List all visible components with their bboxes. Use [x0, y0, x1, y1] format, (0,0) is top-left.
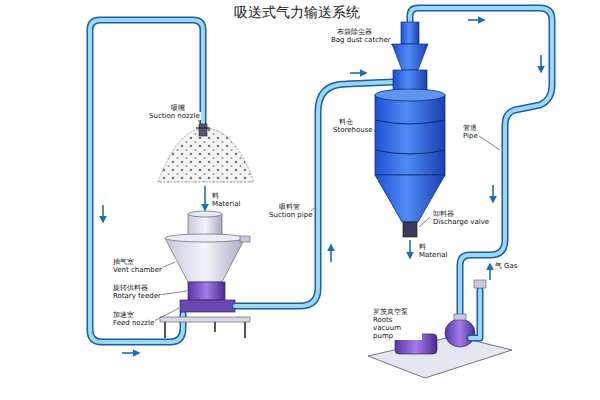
part-label: Storehouse	[332, 126, 374, 134]
part-label: Material	[211, 200, 241, 208]
feed-nozzle	[180, 300, 235, 312]
conveying-pipe	[90, 20, 203, 342]
part-label: 管道	[462, 124, 478, 132]
part-label: 抽气室	[112, 258, 135, 266]
flow-arrow	[468, 19, 484, 21]
stand-leg	[244, 322, 246, 338]
leader-line	[479, 136, 500, 150]
material-arrow	[409, 240, 411, 258]
diagram-title: 吸送式气力输送系统	[232, 4, 362, 20]
part-label: 吸料管	[278, 203, 301, 211]
storehouse-band	[375, 150, 445, 154]
vent-chamber	[165, 238, 245, 282]
flow-arrow	[350, 72, 366, 74]
gas-arrow	[489, 264, 491, 280]
storehouse	[375, 89, 445, 101]
part-label: Material	[418, 251, 448, 259]
suction-nozzle	[199, 124, 207, 136]
flow-arrow	[122, 352, 139, 354]
leader-line	[154, 308, 179, 321]
part-label: Rotary feeder	[112, 292, 162, 300]
bag-dust-catcher	[392, 44, 428, 70]
flow-arrow	[540, 55, 542, 72]
part-label: Discharge valve	[432, 218, 490, 226]
storehouse-band	[375, 120, 445, 124]
pump-base	[368, 336, 512, 378]
roots-pump	[445, 319, 475, 347]
part-label: 吸嘴	[170, 104, 186, 112]
part-label: 卸料器	[432, 210, 455, 218]
flow-arrow	[330, 245, 332, 262]
part-label: 气	[494, 262, 503, 270]
part-label: 布袋除尘器	[336, 28, 373, 36]
part-label: Suction nozzle	[148, 112, 201, 120]
feeder-stand	[160, 317, 250, 322]
part-label: 料	[418, 243, 427, 251]
leader-line	[419, 217, 430, 227]
part-label: Gas	[503, 262, 518, 270]
part-label: Feed nozzle	[112, 319, 155, 327]
suction-pipe	[235, 82, 393, 306]
part-label: Bag dust catcher	[330, 36, 392, 44]
material-arrow	[204, 186, 206, 210]
stand-leg	[214, 322, 216, 332]
part-label: 料仓	[338, 118, 354, 126]
vent-port	[240, 236, 250, 242]
part-label: 旋转供料器	[112, 284, 149, 292]
part-label: 罗茨真空泵	[372, 308, 409, 316]
part-label: Roots vacuum pump	[372, 316, 422, 340]
gas-outlet-pipe	[470, 290, 480, 338]
stand-leg	[164, 322, 166, 338]
part-label: 加速室	[112, 311, 135, 319]
rotary-feeder	[188, 282, 225, 300]
part-label: Suction pipe	[268, 211, 314, 219]
suction-nozzle	[196, 127, 210, 128]
suction-pipe	[235, 82, 393, 306]
gas-outlet-pipe	[470, 290, 480, 338]
flow-arrow	[102, 205, 104, 222]
part-label: Vent chamber	[112, 266, 163, 274]
vent-chamber	[165, 234, 245, 242]
conveying-pipe	[90, 20, 203, 342]
discharge-valve	[403, 222, 417, 237]
leader-line	[159, 291, 187, 295]
part-label: Pipe	[462, 132, 479, 140]
pump-inlet	[454, 314, 466, 320]
gas-outlet-cap	[474, 280, 486, 288]
bag-dust-catcher	[401, 22, 419, 44]
flow-arrow	[492, 185, 494, 202]
part-label: 料	[211, 192, 220, 200]
feeder-top	[188, 211, 222, 217]
storehouse	[375, 95, 445, 175]
